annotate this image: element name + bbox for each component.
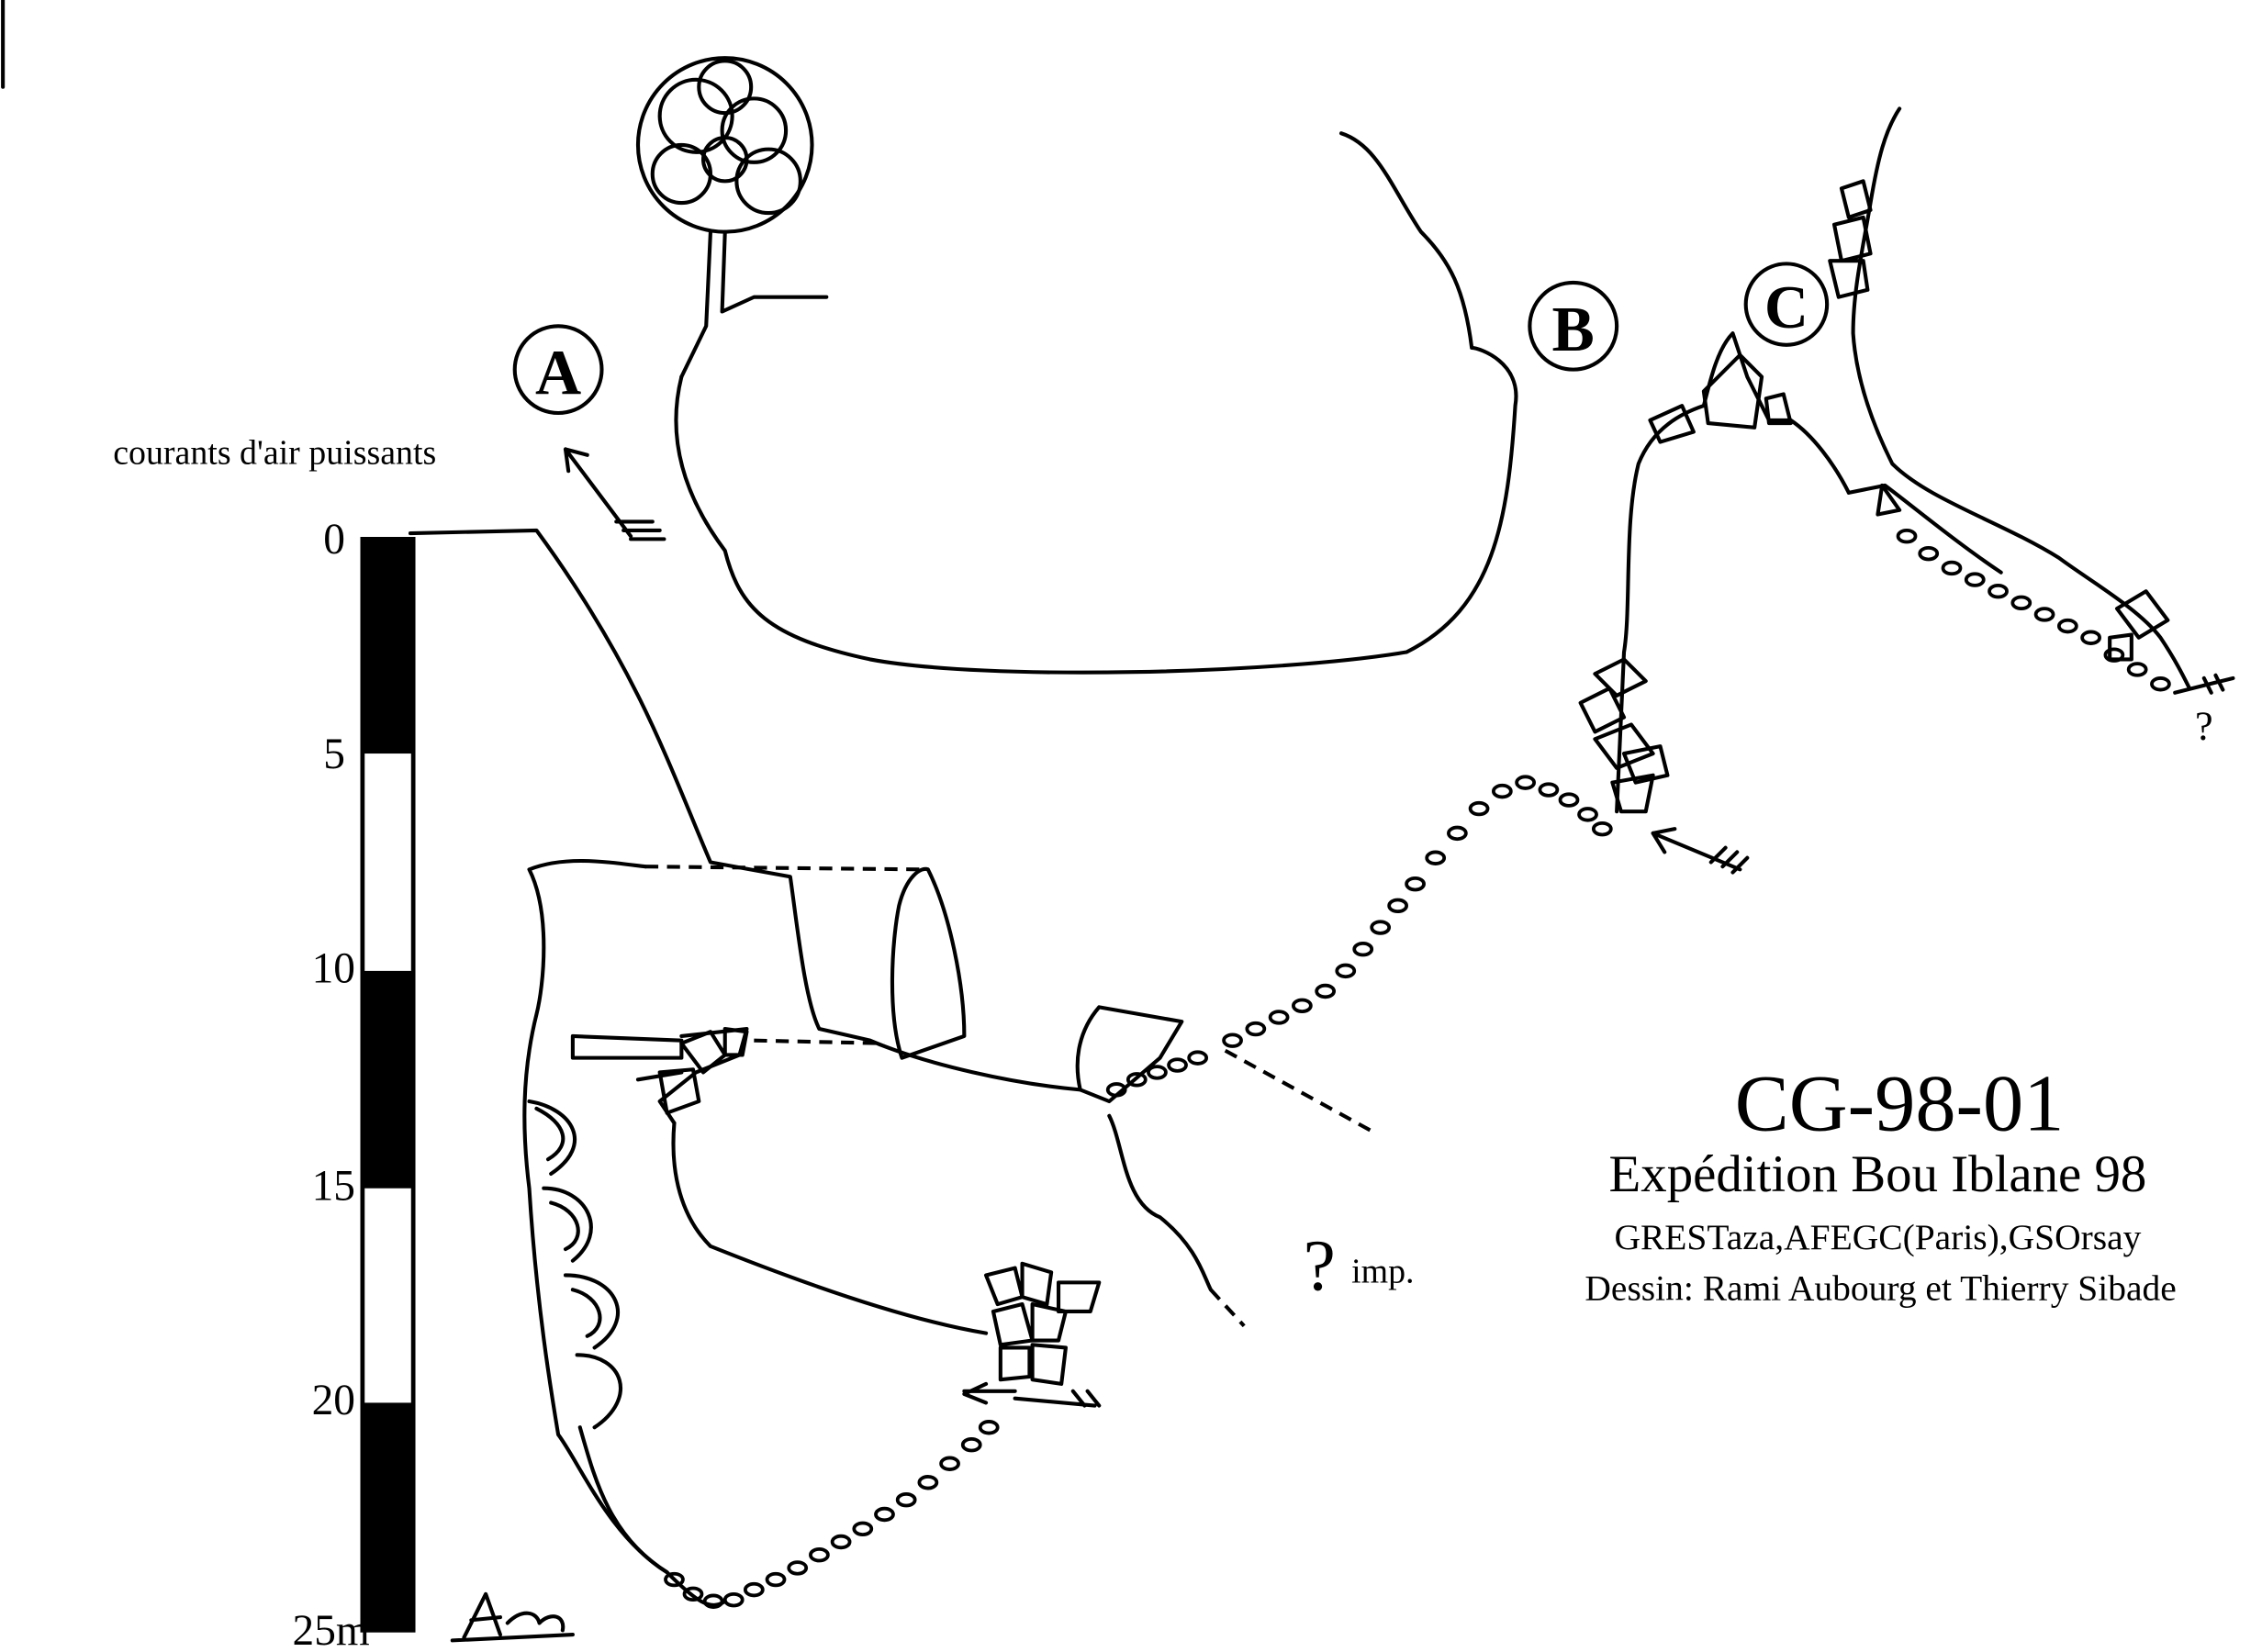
cave-profile-a (408, 528, 1102, 1609)
entrance-label-a: A (512, 324, 604, 416)
credits: Dessin: Rami Aubourg et Thierry Sibade (1585, 1267, 2176, 1308)
svg-text:C: C (1764, 274, 1808, 341)
airflow-annotation: courants d'air puissants (113, 433, 436, 472)
expedition-name: Expédition Bou Iblane 98 (1609, 1145, 2147, 1203)
survey-code: CG-98-01 (1735, 1059, 2065, 1149)
artist-signature (450, 1591, 575, 1643)
svg-text:A: A (535, 338, 581, 408)
unknown-marker: ? (1304, 1226, 1336, 1306)
tree-icon (635, 56, 829, 379)
scale-tick-25m: 25m (293, 1607, 370, 1652)
doline-outline-a (674, 131, 1518, 675)
entrance-label-b: B (1528, 280, 1619, 372)
airflow-arrow-icon (563, 447, 666, 541)
svg-text:B: B (1552, 295, 1595, 365)
scale-tick-0: 0 (323, 516, 345, 564)
entrance-label-c: C (1743, 262, 1830, 347)
unknown-continuation-c: ? (2195, 703, 2213, 748)
scale-bar (360, 537, 416, 1633)
impassable-annotation: imp. (1351, 1252, 1414, 1290)
scale-tick-20: 20 (312, 1377, 355, 1424)
clubs: GRESTaza,AFEGC(Paris),GSOrsay (1614, 1217, 2141, 1257)
cave-profile-c: ? (1828, 106, 2235, 748)
scale-tick-10: 10 (312, 945, 355, 993)
cave-profile-b (1075, 331, 1851, 1328)
scale-tick-15: 15 (312, 1162, 355, 1210)
scale-tick-5: 5 (323, 731, 345, 778)
